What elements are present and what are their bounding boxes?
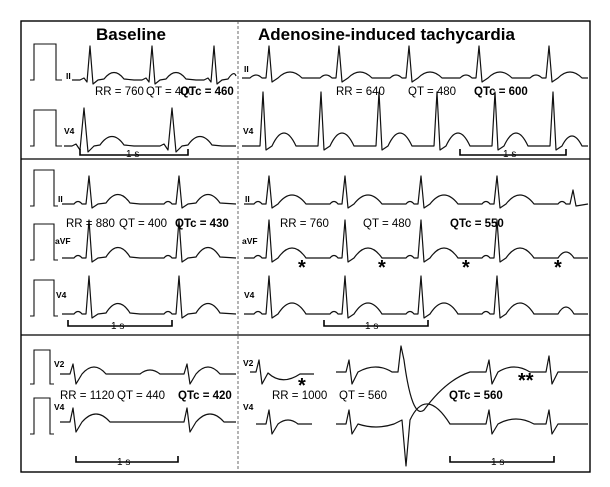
ecg-trace-lead-v4-tachy: [244, 275, 588, 319]
u-wave-marker-double: **: [518, 370, 534, 392]
lead-label-avf: aVF: [242, 236, 258, 246]
lead-label-v4: V4: [54, 402, 65, 412]
scale-bar: [449, 456, 555, 463]
scale-bar: [459, 149, 567, 156]
scale-label: 1 s: [491, 457, 504, 468]
lead-label-ii: II: [58, 194, 63, 204]
qtc-value: QTc = 600: [474, 86, 528, 98]
lead-label-v2: V2: [243, 358, 254, 368]
ecg-trace-lead-v4-tachy: [242, 91, 588, 151]
qt-interval: QT = 560: [339, 390, 387, 402]
ecg-trace-lead-ii-tachy: [242, 45, 588, 83]
rr-interval: RR = 880: [66, 218, 115, 230]
u-wave-marker: *: [378, 257, 386, 279]
u-wave-marker: *: [298, 257, 306, 279]
rr-interval: RR = 760: [95, 86, 144, 98]
ecg-trace-lead-avf-baseline: [62, 219, 237, 263]
calibration-pulse: [30, 43, 62, 81]
qt-interval: QT = 400: [119, 218, 167, 230]
u-wave-marker: *: [554, 257, 562, 279]
ecg-trace-lead-ii-baseline: [62, 175, 237, 209]
qtc-value: QTc = 460: [180, 86, 234, 98]
scale-bar: [79, 149, 189, 156]
ecg-trace-lead-v4-baseline: [62, 275, 237, 319]
panel-1: II V4 II V4 RR = 760 QT = 400 QTc = 460 …: [30, 43, 588, 160]
ecg-trace-lead-v4-baseline: [64, 107, 236, 153]
calibration-pulse: [30, 169, 58, 207]
lead-label-v4: V4: [56, 290, 67, 300]
qtc-value: QTc = 550: [450, 218, 504, 230]
ecg-trace-lead-ii-baseline: [72, 45, 237, 85]
ecg-trace-lead-avf-tachy: [244, 219, 588, 263]
scale-bar: [75, 456, 179, 463]
ecg-trace-lead-v4-tachy: [256, 403, 588, 467]
ecg-trace-lead-ii-tachy: [244, 175, 589, 209]
qt-interval: QT = 480: [408, 86, 456, 98]
scale-label: 1 s: [117, 457, 130, 468]
calibration-pulse: [30, 109, 62, 147]
qtc-value: QTc = 430: [175, 218, 229, 230]
scale-label: 1 s: [111, 321, 124, 332]
calibration-pulse: [30, 349, 54, 385]
u-wave-marker: *: [298, 375, 306, 397]
qt-interval: QT = 440: [117, 390, 165, 402]
rr-interval: RR = 1120: [60, 390, 114, 402]
scale-label: 1 s: [126, 149, 139, 160]
adenosine-title: Adenosine-induced tachycardia: [258, 25, 515, 44]
qt-interval: QT = 400: [146, 86, 194, 98]
figure-frame: [20, 20, 591, 473]
lead-label-ii: II: [66, 71, 71, 81]
scale-label: 1 s: [503, 149, 516, 160]
scale-label: 1 s: [365, 321, 378, 332]
u-wave-marker: *: [462, 257, 470, 279]
qt-interval: QT = 480: [363, 218, 411, 230]
lead-label-v2: V2: [54, 359, 65, 369]
lead-label-ii: II: [244, 64, 249, 74]
lead-label-ii: II: [245, 194, 250, 204]
calibration-pulse: [30, 397, 54, 435]
qtc-value: QTc = 420: [178, 390, 232, 402]
rr-interval: RR = 760: [280, 218, 329, 230]
panel-2: II aVF V4 II aVF V4 RR = 880 QT = 400 QT…: [30, 169, 589, 332]
calibration-pulse: [30, 279, 58, 317]
lead-label-avf: aVF: [55, 236, 71, 246]
calibration-pulse: [30, 223, 58, 261]
ecg-trace-lead-v2-baseline: [60, 363, 236, 385]
scale-bar: [323, 320, 429, 327]
ecg-trace-lead-v2-tachy: [250, 345, 588, 412]
baseline-title: Baseline: [96, 25, 166, 44]
lead-label-v4: V4: [64, 126, 75, 136]
rr-interval: RR = 640: [336, 86, 385, 98]
ecg-trace-lead-v4-baseline: [60, 407, 236, 433]
lead-label-v4: V4: [243, 126, 254, 136]
lead-label-v4: V4: [244, 290, 255, 300]
rr-interval: RR = 1000: [272, 390, 327, 402]
lead-label-v4: V4: [243, 402, 254, 412]
panel-3: V2 V4 V2 V4 RR = 1120 QT = 440 QTc = 420…: [30, 345, 588, 468]
qtc-value: QTc = 560: [449, 390, 503, 402]
scale-bar: [67, 320, 173, 327]
